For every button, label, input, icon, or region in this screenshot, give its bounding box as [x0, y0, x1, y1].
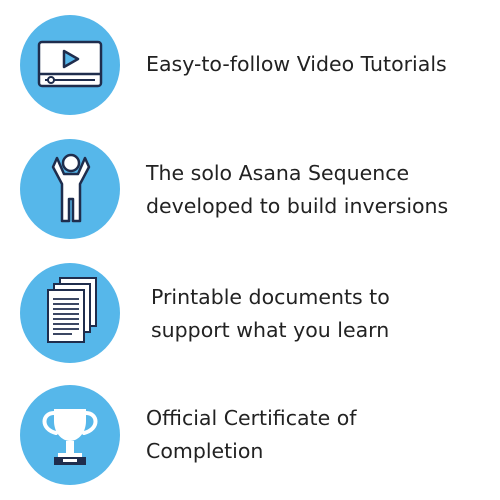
documents-icon-circle — [20, 263, 120, 363]
documents-icon — [47, 277, 97, 343]
feature-asana-text: The solo Asana Sequence developed to bui… — [146, 157, 448, 223]
feature-certificate-line-1: Official Certificate of — [146, 406, 357, 430]
feature-asana-line-2: developed to build inversions — [146, 194, 449, 218]
feature-certificate-text: Official Certificate of Completion — [146, 402, 356, 468]
trophy-icon-circle — [20, 385, 120, 485]
feature-documents-line-2: support what you learn — [151, 318, 390, 342]
feature-video-tutorials: Easy-to-follow Video Tutorials — [0, 0, 500, 125]
feature-video-line-1: Easy-to-follow Video Tutorials — [146, 52, 447, 76]
feature-certificate-line-2: Completion — [146, 439, 264, 463]
video-icon-circle — [20, 15, 120, 115]
video-player-icon — [37, 40, 103, 88]
feature-documents-line-1: Printable documents to — [151, 285, 390, 309]
feature-printable-documents: Printable documents to support what you … — [0, 250, 500, 375]
person-arms-up-icon — [51, 153, 91, 223]
feature-certificate: Official Certificate of Completion — [0, 375, 500, 500]
trophy-icon — [42, 409, 98, 465]
feature-video-text: Easy-to-follow Video Tutorials — [146, 48, 447, 81]
feature-asana-line-1: The solo Asana Sequence — [146, 161, 410, 185]
person-icon-circle — [20, 139, 120, 239]
feature-documents-text: Printable documents to support what you … — [151, 281, 390, 347]
feature-asana-sequence: The solo Asana Sequence developed to bui… — [0, 125, 500, 250]
